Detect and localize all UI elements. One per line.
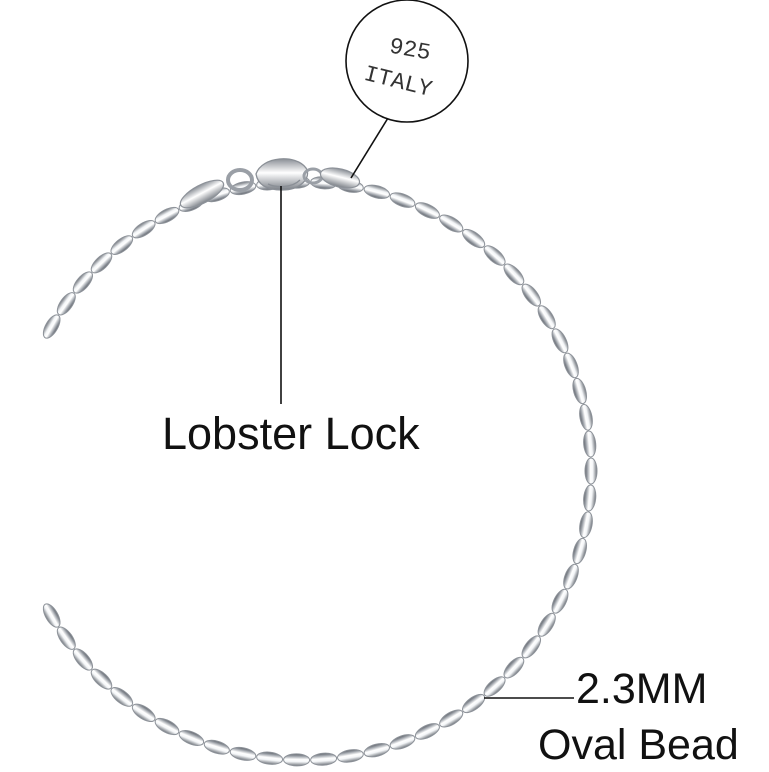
- oval-bead: [56, 626, 76, 650]
- oval-bead: [414, 723, 440, 740]
- oval-bead: [462, 228, 486, 249]
- oval-bead: [203, 739, 230, 755]
- bead-size-label: 2.3MM: [576, 665, 708, 713]
- oval-bead: [72, 271, 94, 294]
- oval-bead: [389, 734, 416, 750]
- magnifier-circle: [345, 0, 469, 123]
- oval-bead: [154, 206, 180, 225]
- stamp-leader-line: [350, 117, 389, 179]
- end-tag-right: [319, 167, 361, 189]
- oval-bead: [537, 612, 556, 637]
- oval-bead: [584, 457, 598, 485]
- oval-bead: [583, 430, 597, 458]
- oval-bead: [154, 717, 180, 736]
- oval-bead-chain: [42, 175, 598, 767]
- clasp-body: [255, 158, 309, 191]
- oval-bead: [131, 703, 156, 723]
- oval-bead: [363, 742, 390, 758]
- oval-bead: [583, 484, 597, 512]
- oval-bead: [563, 352, 579, 379]
- oval-bead: [229, 746, 257, 761]
- oval-bead: [572, 537, 587, 565]
- oval-bead: [72, 648, 94, 671]
- oval-bead: [389, 192, 416, 208]
- oval-bead: [521, 283, 542, 307]
- oval-bead: [110, 687, 134, 707]
- oval-bead: [551, 588, 569, 614]
- oval-bead: [56, 292, 76, 316]
- oval-bead: [439, 214, 464, 233]
- oval-bead: [283, 753, 311, 767]
- lobster-lock-label: Lobster Lock: [162, 408, 420, 459]
- oval-bead: [483, 676, 506, 697]
- oval-bead: [178, 730, 205, 746]
- oval-bead: [131, 219, 156, 239]
- oval-bead: [462, 693, 486, 714]
- oval-bead: [579, 403, 593, 431]
- end-tag-left: [179, 179, 225, 209]
- oval-bead: [572, 377, 587, 405]
- oval-bead: [551, 328, 569, 354]
- oval-bead: [110, 235, 134, 255]
- oval-bead: [337, 749, 364, 763]
- oval-bead: [90, 252, 113, 274]
- oval-bead: [363, 184, 390, 200]
- oval-bead: [521, 635, 542, 659]
- lobster-clasp: [179, 158, 361, 209]
- oval-bead: [42, 603, 61, 628]
- oval-bead-label: Oval Bead: [538, 721, 739, 769]
- oval-bead: [256, 751, 284, 765]
- oval-bead: [42, 314, 61, 339]
- oval-bead: [579, 511, 593, 539]
- clasp-trigger: [267, 179, 301, 188]
- oval-bead: [310, 752, 338, 766]
- oval-bead: [439, 709, 464, 728]
- oval-bead: [483, 245, 506, 266]
- oval-bead: [537, 305, 556, 330]
- oval-bead: [503, 263, 525, 286]
- oval-bead: [414, 202, 440, 219]
- stamp-magnifier: 925 ITALY: [345, 0, 469, 123]
- oval-bead: [563, 563, 579, 590]
- jump-ring: [226, 168, 254, 192]
- oval-bead: [503, 656, 525, 679]
- oval-bead: [90, 668, 113, 690]
